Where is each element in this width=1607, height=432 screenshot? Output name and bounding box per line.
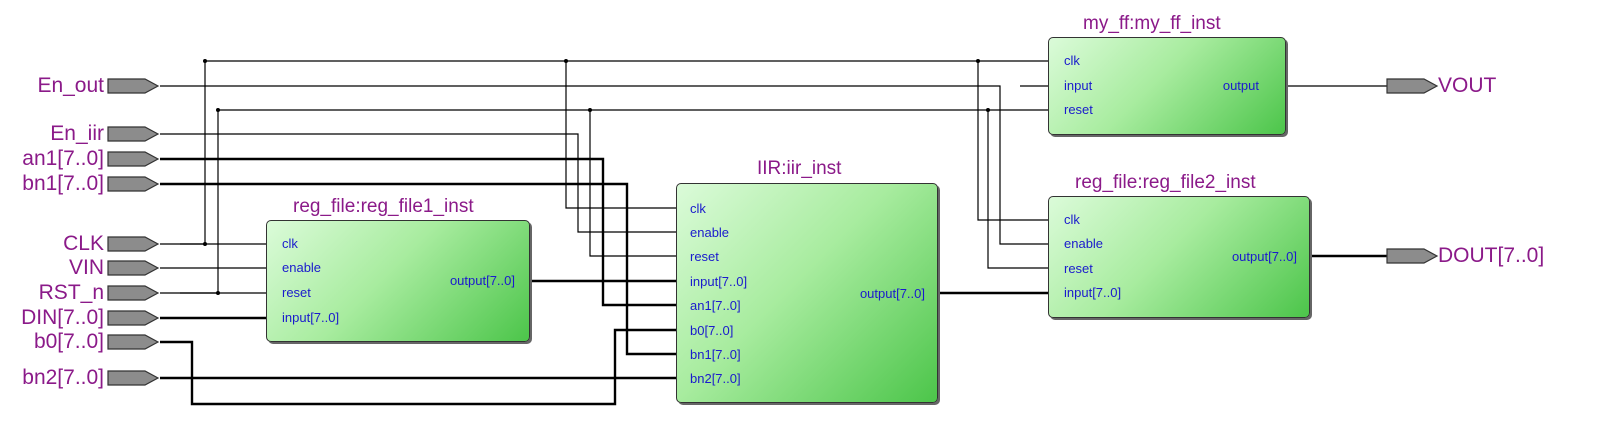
port-output: output[7..0] (1231, 249, 1297, 264)
block-title-reg-file1: reg_file:reg_file1_inst (293, 196, 474, 217)
pin-label-bn2: bn2[7..0] (22, 366, 104, 389)
wire-clk-to-reg2 (977, 61, 1050, 221)
pin-rst-n (107, 285, 160, 301)
block-title-iir: IIR:iir_inst (757, 158, 842, 179)
junction-dot (986, 108, 990, 112)
block-my-ff[interactable]: clk input reset output (1048, 37, 1286, 135)
junction-dot (216, 108, 220, 112)
port-bn2: bn2[7..0] (690, 371, 741, 386)
pin-bn1 (107, 176, 160, 192)
port-output: output (1222, 78, 1259, 93)
port-enable: enable (282, 260, 322, 275)
block-title-my-ff: my_ff:my_ff_inst (1083, 13, 1221, 34)
port-bn1: bn1[7..0] (690, 347, 741, 362)
pin-vout (1386, 78, 1439, 94)
port-output: output[7..0] (449, 273, 515, 288)
pin-en-iir (107, 126, 160, 142)
block-reg-file1[interactable]: clk enable reset input[7..0] output[7..0… (266, 220, 530, 342)
block-title-reg-file2: reg_file:reg_file2_inst (1075, 172, 1256, 193)
port-reset: reset (690, 249, 719, 264)
pin-b0 (107, 334, 160, 350)
port-clk: clk (1064, 212, 1080, 227)
port-b0: b0[7..0] (690, 323, 734, 338)
wire-en-out (160, 85, 1050, 245)
block-reg-file2[interactable]: clk enable reset input[7..0] output[7..0… (1048, 196, 1310, 318)
pin-label-en-out: En_out (37, 74, 104, 97)
pin-label-vin: VIN (68, 256, 104, 279)
pin-vin (107, 260, 160, 276)
pin-label-b0: b0[7..0] (33, 330, 104, 353)
port-input: input[7..0] (690, 274, 748, 289)
port-an1: an1[7..0] (690, 298, 741, 313)
wire-bn1 (160, 182, 678, 356)
wire-reset-to-reg2 (987, 110, 1050, 269)
port-reset: reset (1064, 102, 1093, 117)
pin-label-en-iir: En_iir (50, 122, 104, 145)
port-clk: clk (690, 201, 706, 216)
pin-label-din: DIN[7..0] (21, 306, 104, 329)
port-input: input (1064, 78, 1093, 93)
junction-dot (564, 59, 568, 63)
junction-dot (976, 59, 980, 63)
pin-label-dout: DOUT[7..0] (1438, 244, 1545, 267)
port-reset: reset (1064, 261, 1093, 276)
port-clk: clk (1064, 53, 1080, 68)
port-enable: enable (1064, 236, 1104, 251)
pin-label-bn1: bn1[7..0] (22, 172, 104, 195)
pin-label-an1: an1[7..0] (22, 147, 104, 170)
pin-label-vout: VOUT (1438, 74, 1497, 97)
port-input: input[7..0] (282, 310, 340, 325)
port-input: input[7..0] (1064, 285, 1122, 300)
port-output: output[7..0] (859, 286, 925, 301)
pin-en-out (107, 78, 160, 94)
pin-dout (1386, 248, 1439, 264)
block-iir[interactable]: clk enable reset input[7..0] an1[7..0] b… (676, 183, 938, 403)
wire-an1 (160, 157, 678, 307)
pin-bn2 (107, 370, 160, 386)
pin-din (107, 310, 160, 326)
pin-label-rst-n: RST_n (38, 281, 104, 304)
pin-label-clk: CLK (63, 232, 104, 255)
wire-b0 (160, 328, 678, 406)
pin-clk (107, 236, 160, 252)
junction-dot (588, 108, 592, 112)
pin-an1 (107, 151, 160, 167)
port-clk: clk (282, 236, 298, 251)
wire-clk-to-iir (565, 61, 678, 209)
port-enable: enable (690, 225, 730, 240)
junction-dot (203, 59, 207, 63)
junction-dot (216, 291, 220, 295)
junction-dot (203, 242, 207, 246)
port-reset: reset (282, 285, 311, 300)
